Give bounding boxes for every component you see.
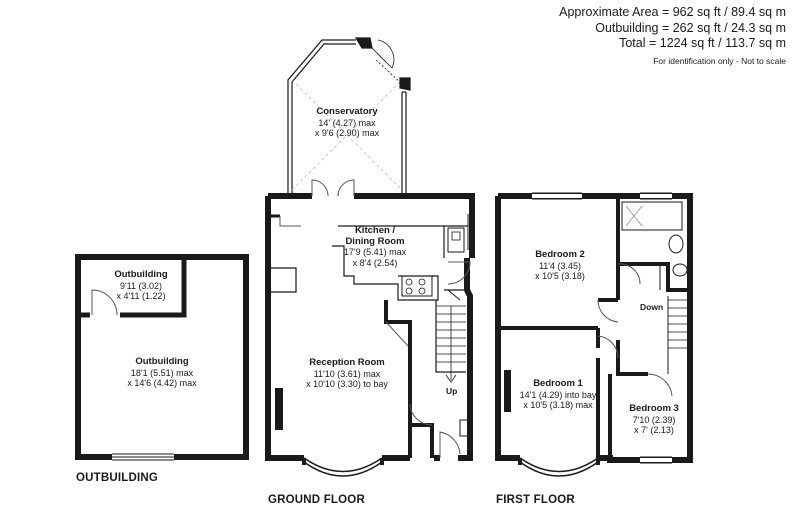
room-name: Bedroom 2 [535, 249, 585, 260]
room-dimension: x 7' (2.13) [634, 425, 674, 435]
area-summary: Approximate Area = 962 sq ft / 89.4 sq m… [559, 5, 786, 67]
room-name: Reception Room [309, 357, 385, 368]
room-name: Conservatory [316, 106, 378, 117]
room-dimension: x 9'6 (2.90) max [314, 128, 380, 138]
room-label-bedroom2: Bedroom 2 11'4 (3.45) x 10'5 (3.18) [512, 249, 608, 282]
stairs-down-label: Down [640, 302, 664, 312]
outbuilding-plan [75, 254, 249, 461]
room-label-conservatory: Conservatory 14' (4.27) max x 9'6 (2.90)… [302, 106, 392, 139]
floor-title-ground: GROUND FLOOR [268, 494, 365, 506]
room-dimension: 14'1 (4.29) into bay [519, 389, 597, 400]
room-dimension: 11'4 (3.45) [538, 260, 582, 271]
room-dimension: 11'10 (3.61) max [313, 368, 381, 379]
room-name: Outbuilding [135, 356, 189, 367]
room-dimension: 9'11 (3.02) [119, 280, 163, 291]
room-dimension: x 10'10 (3.30) to bay [306, 379, 388, 389]
room-dimension: 7'10 (2.39) [632, 414, 676, 425]
first-floor-plan [495, 192, 693, 477]
approximate-area-text: Approximate Area = 962 sq ft / 89.4 sq m [559, 5, 786, 19]
ground-floor-plan [265, 179, 475, 477]
room-label-outbuilding-small: Outbuilding 9'11 (3.02) x 4'11 (1.22) [98, 269, 184, 302]
room-name: Bedroom 1 [533, 378, 583, 389]
room-label-kitchen: Kitchen / Dining Room 17'9 (5.41) max x … [330, 225, 420, 268]
room-label-bedroom1: Bedroom 1 14'1 (4.29) into bay x 10'5 (3… [508, 378, 608, 411]
outbuilding-area-text: Outbuilding = 262 sq ft / 24.3 sq m [595, 20, 786, 35]
room-label-bedroom3: Bedroom 3 7'10 (2.39) x 7' (2.13) [618, 403, 690, 436]
floor-title-first: FIRST FLOOR [496, 494, 575, 506]
room-name: Outbuilding [114, 269, 168, 280]
room-name: Kitchen / [354, 225, 396, 236]
room-dimension: x 14'6 (4.42) max [127, 378, 197, 388]
total-area-text: Total = 1224 sq ft / 113.7 sq m [619, 36, 786, 50]
room-name: Bedroom 3 [629, 403, 679, 414]
scale-note: For identification only - Not to scale [653, 55, 786, 66]
room-dimension: x 10'5 (3.18) max [523, 400, 593, 410]
room-dimension: x 8'4 (2.54) [352, 257, 398, 268]
room-dimension: x 4'11 (1.22) [116, 291, 166, 301]
conservatory-plan [287, 37, 411, 193]
stairs-up-label: Up [446, 386, 458, 396]
room-dimension: 14' (4.27) max [318, 117, 376, 128]
room-dimension: 17'9 (5.41) max [343, 247, 407, 257]
room-label-outbuilding-large: Outbuilding 18'1 (5.51) max x 14'6 (4.42… [100, 356, 224, 389]
room-dimension: x 10'5 (3.18) [535, 271, 585, 281]
room-name-line2: Dining Room [345, 235, 405, 247]
room-label-reception: Reception Room 11'10 (3.61) max x 10'10 … [292, 357, 402, 390]
room-dimension: 18'1 (5.51) max [130, 367, 194, 378]
floor-title-outbuilding: OUTBUILDING [76, 472, 159, 484]
